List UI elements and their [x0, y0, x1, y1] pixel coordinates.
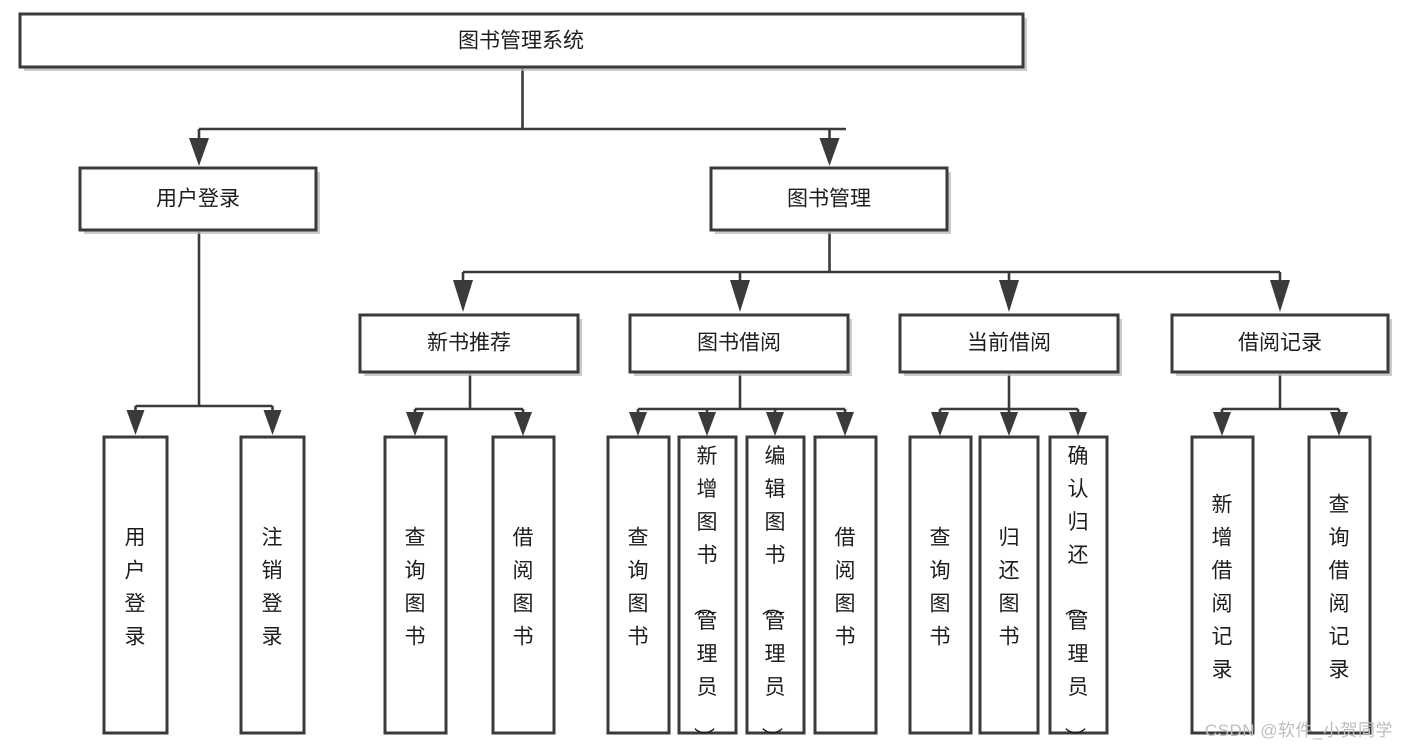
node-current-borrow[interactable]: 当前借阅: [898, 313, 1122, 376]
node-user-login-box: [78, 166, 318, 232]
node-book-borrow-box: [628, 313, 850, 374]
node-new-book-recommend[interactable]: 新书推荐: [358, 313, 582, 376]
leaf-label-cb-return-book: 归还图书: [999, 527, 1020, 649]
arrow-head-br-leaf-2: [1330, 412, 1348, 436]
leaf-label-user-login-login: 用户登录: [125, 527, 146, 649]
leaf-label-nbr-query-book: 查询图书: [405, 527, 426, 649]
leaf-label-br-query-record: 查询借阅记录: [1329, 494, 1350, 682]
leaf-node-nbr-borrow-book[interactable]: 借阅图书: [491, 435, 556, 735]
node-borrow-record-label: 借阅记录: [1238, 332, 1322, 355]
leaf-node-cb-return-book[interactable]: 归还图书: [978, 435, 1040, 735]
arrow-head-book-mgmt: [819, 138, 840, 166]
leaf-node-bb-add-book[interactable]: 新增图书（管理员）: [677, 435, 738, 747]
leaf-box-bb-edit-book: [745, 435, 806, 735]
leaf-node-bb-edit-book[interactable]: 编辑图书（管理员）: [745, 435, 806, 747]
node-new-book-recommend-label: 新书推荐: [427, 332, 511, 355]
leaf-node-user-logout[interactable]: 注销登录: [239, 435, 306, 735]
leaf-node-user-login-login[interactable]: 用户登录: [102, 435, 169, 735]
arrow-head-br-leaf-1: [1213, 412, 1231, 436]
leaf-label-bb-borrow-book: 借阅图书: [835, 527, 856, 649]
arrow-head-bb-leaf-2: [698, 412, 716, 436]
leaf-node-nbr-query-book[interactable]: 查询图书: [383, 435, 448, 735]
node-borrow-record[interactable]: 借阅记录: [1170, 313, 1392, 376]
node-book-management[interactable]: 图书管理: [709, 166, 951, 234]
arrow-head-leaf-logout: [263, 410, 282, 435]
leaf-label-bb-query-book: 查询图书: [628, 527, 649, 649]
leaf-node-cb-query-book[interactable]: 查询图书: [908, 435, 973, 735]
node-book-borrow-label: 图书借阅: [697, 332, 781, 355]
arrow-head-user-login: [189, 138, 209, 166]
connector-layer: [126, 67, 1348, 436]
leaf-box-nbr-query-book: [383, 435, 448, 735]
leaf-box-bb-add-book: [677, 435, 738, 735]
arrow-head-nbr-leaf-2: [514, 412, 532, 436]
arrow-head-bb-leaf-4: [836, 412, 854, 436]
arrow-head-cb-leaf-2: [1000, 412, 1018, 436]
arrow-head-bb-leaf-1: [629, 412, 647, 436]
arrow-head-cb-leaf-1: [931, 412, 949, 436]
leaf-label-cb-confirm-return: 确认归还（管理员）: [1063, 445, 1089, 747]
leaf-box-br-query-record: [1307, 435, 1372, 735]
node-current-borrow-label: 当前借阅: [967, 332, 1051, 355]
leaf-box-user-login-login: [102, 435, 169, 735]
leaf-box-bb-query-book: [606, 435, 671, 735]
leaf-box-user-logout: [239, 435, 306, 735]
leaf-node-cb-confirm-return[interactable]: 确认归还（管理员）: [1048, 435, 1109, 747]
leaf-box-bb-borrow-book: [813, 435, 878, 735]
leaf-label-nbr-borrow-book: 借阅图书: [513, 527, 534, 649]
arrow-head-cb-leaf-3: [1069, 412, 1087, 436]
leaf-node-br-query-record[interactable]: 查询借阅记录: [1307, 435, 1372, 735]
arrow-head-book-borrow: [730, 280, 750, 312]
leaf-node-bb-query-book[interactable]: 查询图书: [606, 435, 671, 735]
node-book-management-label: 图书管理: [787, 188, 871, 211]
arrow-head-new-book: [453, 280, 473, 312]
node-borrow-record-box: [1170, 313, 1390, 374]
leaf-label-user-logout: 注销登录: [262, 527, 283, 649]
leaf-box-cb-return-book: [978, 435, 1040, 735]
leaf-label-cb-query-book: 查询图书: [930, 527, 951, 649]
leaf-label-br-add-record: 新增借阅记录: [1212, 494, 1233, 682]
arrow-head-current-borrow: [999, 280, 1019, 312]
node-user-login[interactable]: 用户登录: [78, 166, 320, 234]
arrow-head-bb-leaf-3: [766, 412, 784, 436]
node-book-management-box: [709, 166, 949, 232]
leaf-label-bb-add-book: 新增图书（管理员）: [692, 445, 718, 747]
leaf-node-bb-borrow-book[interactable]: 借阅图书: [813, 435, 878, 735]
leaf-box-br-add-record: [1190, 435, 1255, 735]
arrow-head-nbr-leaf-1: [406, 412, 424, 436]
leaf-node-br-add-record[interactable]: 新增借阅记录: [1190, 435, 1255, 735]
node-current-borrow-box: [898, 313, 1120, 374]
leaf-box-nbr-borrow-book: [491, 435, 556, 735]
node-root-label: 图书管理系统: [458, 30, 584, 53]
leaf-label-bb-edit-book: 编辑图书（管理员）: [760, 445, 786, 747]
node-root-book-management-system[interactable]: 图书管理系统: [18, 12, 1027, 71]
node-root-box: [18, 12, 1025, 69]
arrow-head-leaf-user-login: [126, 410, 145, 435]
node-book-borrow[interactable]: 图书借阅: [628, 313, 852, 376]
leaf-box-cb-confirm-return: [1048, 435, 1109, 735]
node-user-login-label: 用户登录: [156, 188, 240, 211]
node-new-book-recommend-box: [358, 313, 580, 374]
arrow-head-borrow-record: [1270, 280, 1290, 312]
leaf-box-cb-query-book: [908, 435, 973, 735]
